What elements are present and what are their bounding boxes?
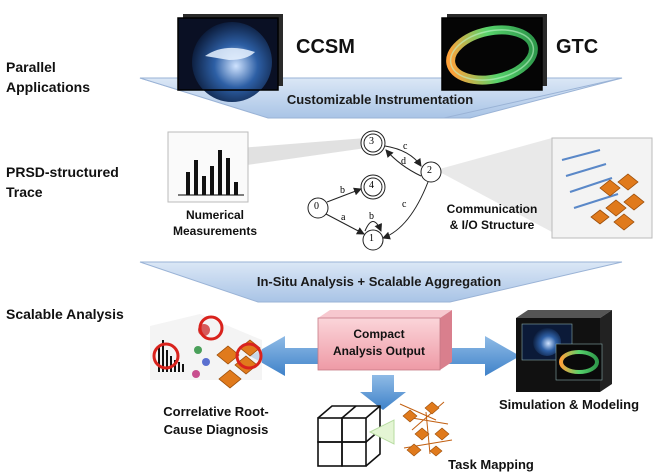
root-cause-visual xyxy=(150,314,263,389)
gtc-thumbnail xyxy=(441,14,547,91)
state-machine-graph xyxy=(307,130,442,251)
state-2-label: 2 xyxy=(427,165,432,176)
numerical-measurements-chart xyxy=(167,131,366,203)
aggregation-banner xyxy=(139,261,623,303)
state-1-label: 1 xyxy=(369,233,374,244)
label-line-2: Measurements xyxy=(172,224,258,238)
instrumentation-banner-label: Customizable Instrumentation xyxy=(286,92,474,107)
ccsm-thumbnail xyxy=(177,14,283,102)
edge-a-label: a xyxy=(341,212,346,223)
label-line-2: Applications xyxy=(6,79,91,95)
label-line-2: Trace xyxy=(6,184,43,200)
edge-b-loop-label: b xyxy=(369,211,374,222)
parallel-applications-label: Parallel Applications xyxy=(6,57,90,97)
label-line-1: Numerical xyxy=(185,208,245,222)
simulation-modeling-label: Simulation & Modeling xyxy=(498,397,640,412)
label-line-2: Analysis Output xyxy=(332,344,425,358)
edge-c-label: c xyxy=(403,141,408,152)
compact-output-label: Compact Analysis Output xyxy=(318,326,440,360)
compact-output-box xyxy=(317,310,452,371)
ccsm-label: CCSM xyxy=(296,36,355,58)
label-line-1: Compact xyxy=(353,327,405,341)
label-line-1: Parallel xyxy=(6,59,56,75)
edge-c-lower-label: c xyxy=(402,199,407,210)
edge-d-label: d xyxy=(401,156,406,167)
output-arrows xyxy=(250,336,520,410)
state-3-label: 3 xyxy=(369,136,374,147)
state-0-label: 0 xyxy=(314,201,319,212)
label-line-2: & I/O Structure xyxy=(449,218,535,232)
gtc-label: GTC xyxy=(556,36,599,58)
root-cause-label: Correlative Root- Cause Diagnosis xyxy=(146,403,286,439)
task-mapping-label: Task Mapping xyxy=(448,457,534,472)
numerical-measurements-label: Numerical Measurements xyxy=(170,207,260,239)
aggregation-banner-label: In-Situ Analysis + Scalable Aggregation xyxy=(256,274,502,289)
prsd-trace-label: PRSD-structured Trace xyxy=(6,162,119,202)
communication-structure-cube xyxy=(436,137,653,239)
edge-b-label: b xyxy=(340,185,345,196)
label-line-2: Cause Diagnosis xyxy=(163,422,269,437)
state-4-label: 4 xyxy=(369,180,374,191)
communication-structure-label: Communication & I/O Structure xyxy=(436,201,548,233)
label-line-1: Correlative Root- xyxy=(163,404,269,419)
label-line-1: PRSD-structured xyxy=(6,164,119,180)
scalable-analysis-label: Scalable Analysis xyxy=(6,306,124,322)
simulation-visual xyxy=(516,310,612,392)
label-line-1: Communication xyxy=(446,202,538,216)
task-mapping-visual xyxy=(317,401,453,467)
